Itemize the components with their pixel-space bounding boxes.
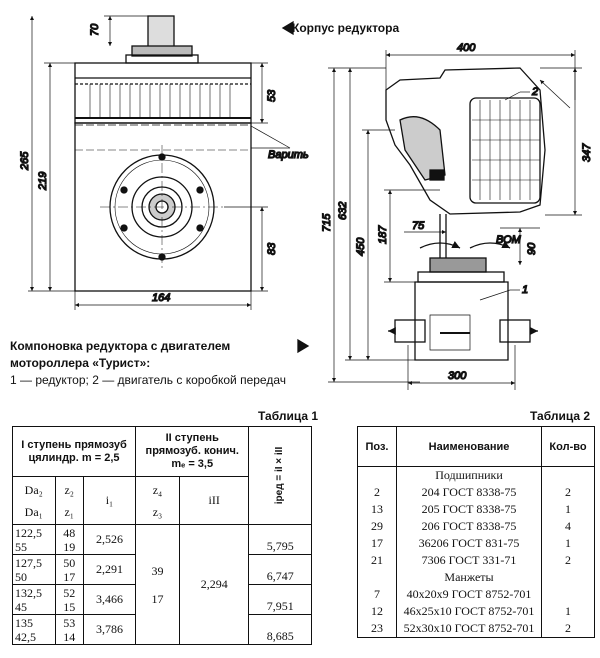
figure-caption: Компоновка редуктора с двигателем моторо… [10,338,310,389]
t1-sub-z4: z₄ [152,482,163,497]
t2-head-name: Наименование [396,426,542,467]
table1-caption: Таблица 1 [258,409,319,423]
dim-219: 219 [37,172,49,191]
t1-head-ratio: iред = iI × iII [248,426,312,525]
caption-title: Компоновка редуктора с двигателем моторо… [10,339,231,370]
caption-legend: 1 — редуктор; 2 — двигатель с коробкой п… [10,373,286,387]
table-row: Подшипники [357,466,595,484]
corpus-arrow-icon [281,20,294,36]
t1-z3: 17 [151,591,164,606]
dim-632: 632 [337,202,349,220]
table2-caption: Таблица 2 [530,409,591,423]
t2-head-qty: Кол-во [541,426,595,467]
label-engine: 2 [531,86,538,98]
t1-sub-z1: z₁ [64,504,74,519]
label-reducer: 1 [522,284,528,296]
t2-head-pos: Поз. [357,426,397,467]
dim-450: 450 [355,237,367,256]
table-row: Манжеты [357,569,595,586]
label-pto: ВОМ [496,234,522,246]
t1-sub-z2: z₂ [64,482,74,497]
dim-164: 164 [152,292,170,304]
t1-i2: 2,294 [178,524,250,645]
t1-z4: 39 [151,563,164,578]
t1-sub-da2: Da₂ [24,482,43,497]
dim-90: 90 [526,242,538,255]
left-view: 70 53 265 219 83 164 Варить [18,15,310,310]
t1-sub-i1: i₁ [82,476,137,525]
table1: I ступень прямозуб цялиндр. m = 2,5 II с… [12,426,312,645]
t1-sub-i2: iII [178,476,250,525]
caption-arrow-icon [297,338,310,354]
dim-70: 70 [89,23,101,36]
dim-83: 83 [266,242,278,255]
dim-300: 300 [448,370,467,382]
weld-label: Варить [268,149,309,161]
dim-53: 53 [266,89,278,102]
dim-400: 400 [457,42,476,54]
dim-75: 75 [412,220,425,232]
dim-265: 265 [19,151,31,171]
t1-sub-da1: Da₁ [24,504,43,519]
dim-715: 715 [321,213,333,232]
technical-drawing: 70 53 265 219 83 164 Варить [18,15,594,390]
corpus-label: Корпус редуктора [292,21,400,35]
t1-head-stage1: I ступень прямозуб цялиндр. m = 2,5 [12,426,136,477]
right-view: 400 347 632 715 450 187 75 90 300 2 1 ВО… [320,41,594,390]
dim-347: 347 [581,143,593,162]
dim-187: 187 [377,225,389,244]
t1-head-stage2: II ступень прямозуб. конич. mₑ = 3,5 [134,426,250,477]
t1-sub-z3: z₃ [152,504,163,519]
